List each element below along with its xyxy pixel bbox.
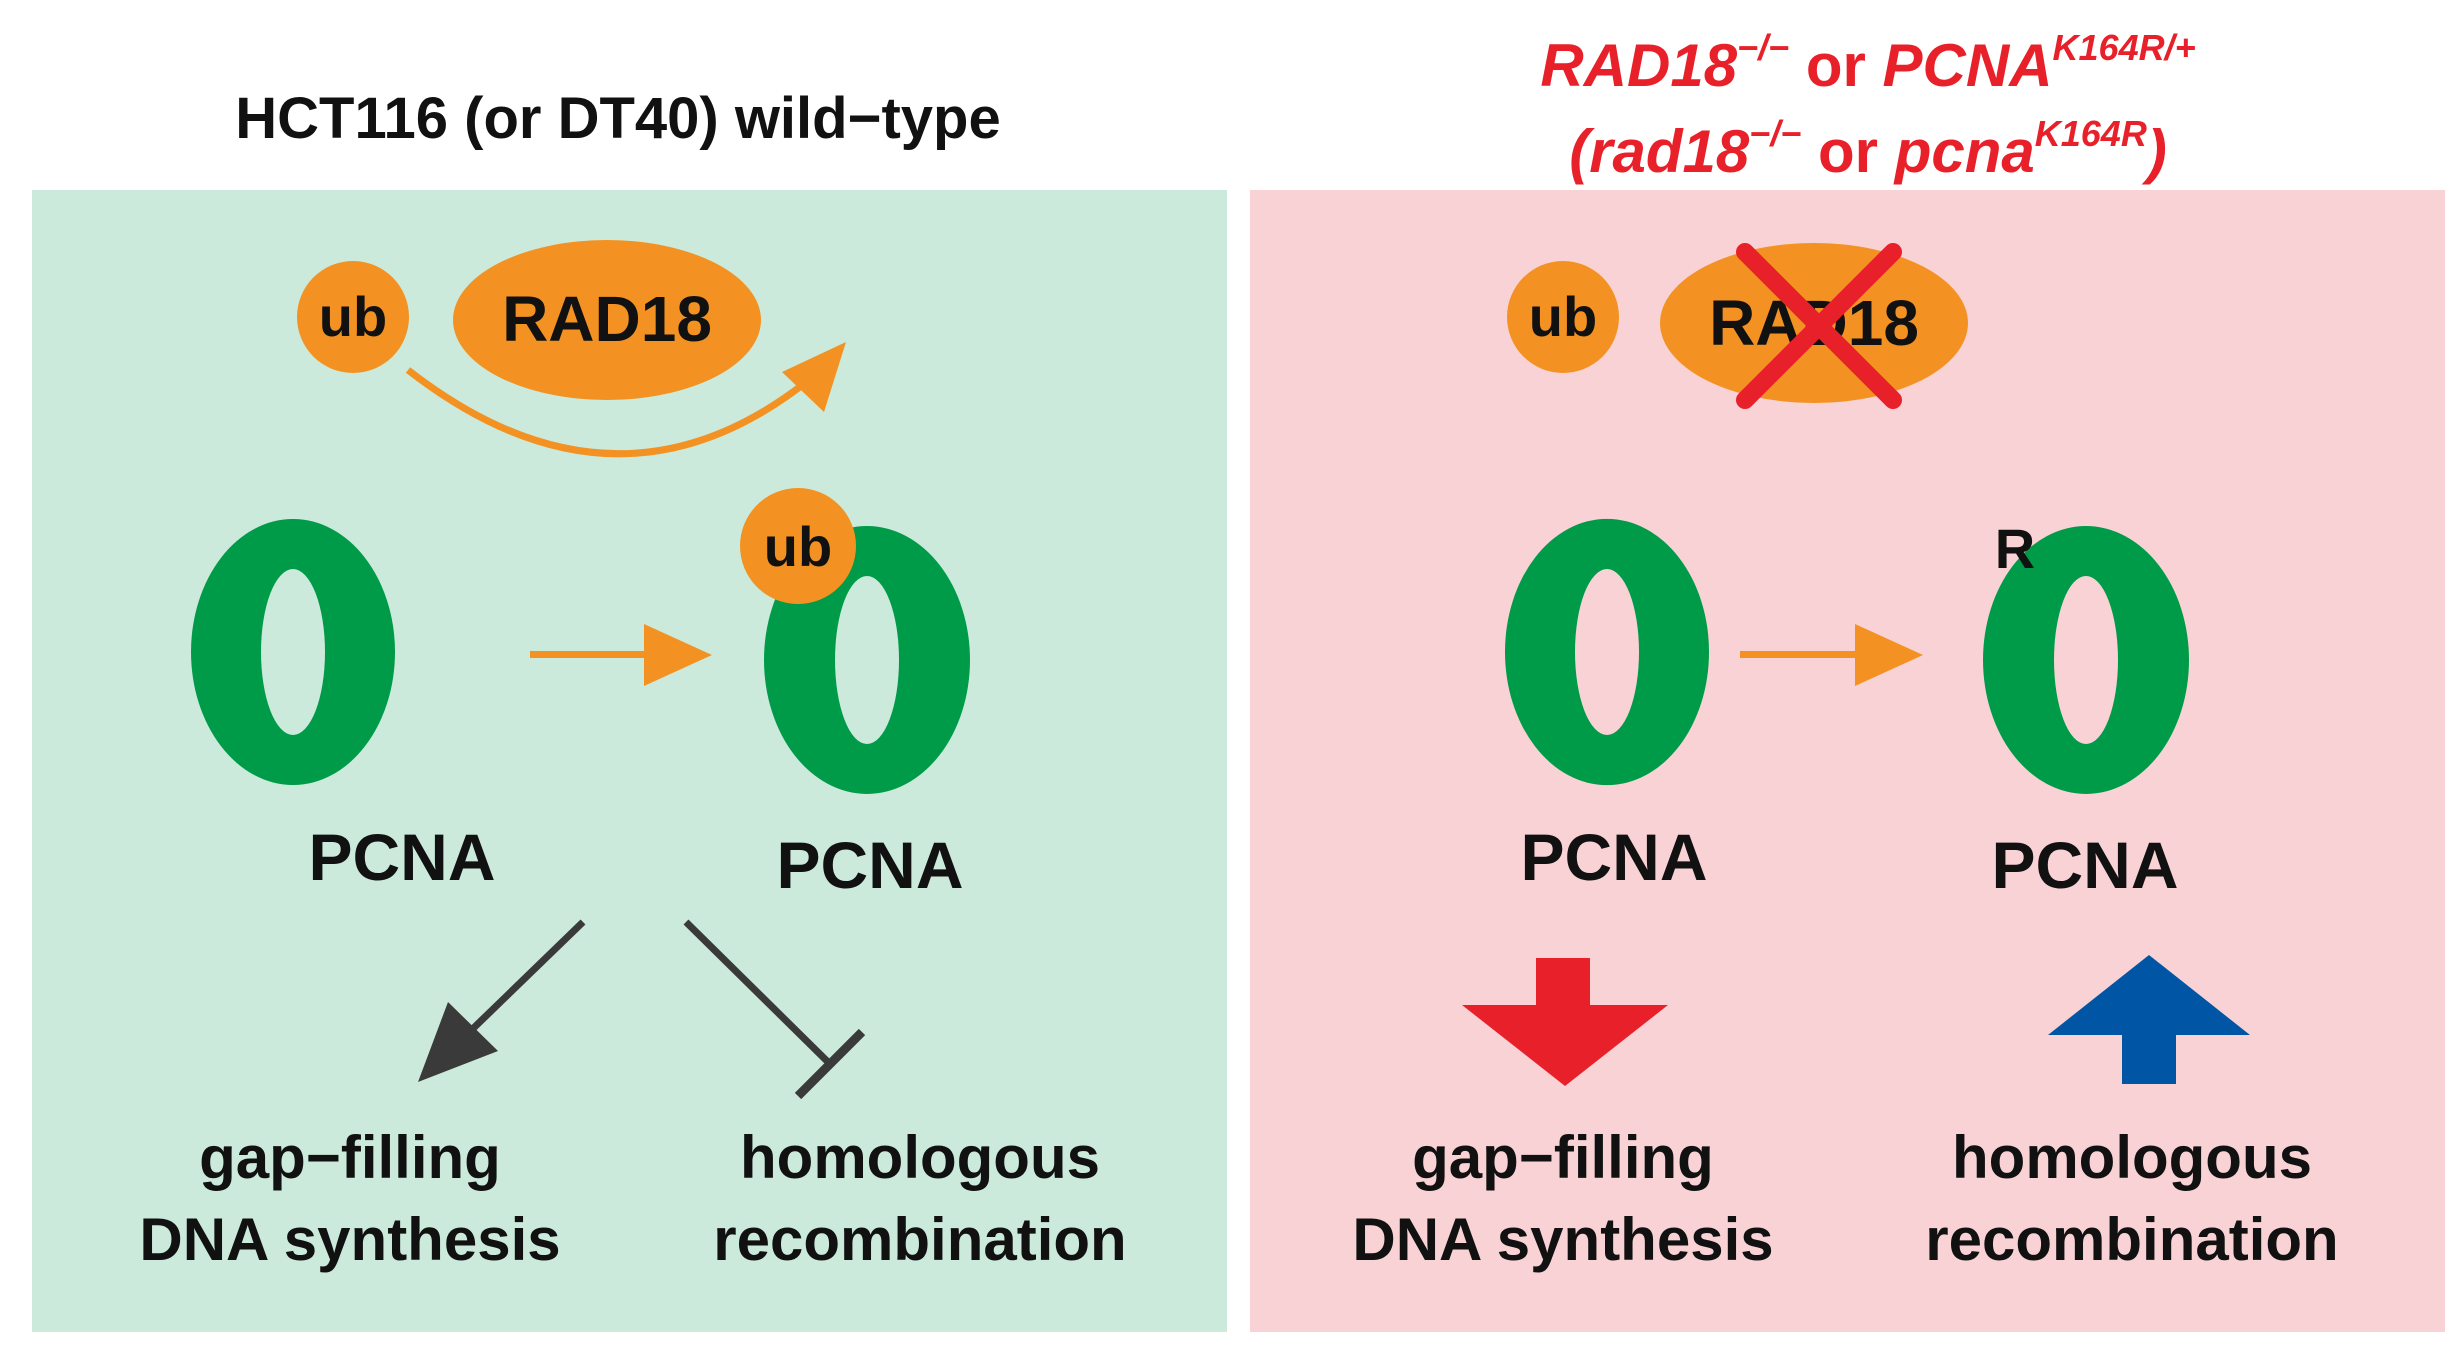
ub-transfer-arrowhead [782,342,846,412]
promote-arrow-head [418,1002,498,1082]
title2-gene2: pcna [1893,118,2035,185]
title1-gene2: PCNA [1883,32,2053,99]
right-outcome-gap-filling-line2: DNA synthesis [1352,1206,1773,1273]
title2-sup2: K164R [2035,113,2147,154]
pcna-right-label: PCNA [776,828,963,902]
ub-on-pcna-circle [740,488,856,604]
title1-sup1: −/− [1737,27,1789,68]
title1-sup2: K164R/+ [2053,27,2196,68]
left-panel: HCT116 (or DT40) wild−type ub RAD18 PCNA… [32,86,1227,1332]
left-outcome-hr-line2: recombination [713,1206,1126,1273]
right-outcome-gap-filling-line1: gap−filling [1412,1124,1714,1191]
increase-arrow [2048,955,2250,1084]
right-panel: RAD18−/− or PCNAK164R/+ (rad18−/− or pcn… [1250,27,2445,1332]
rad18-deletion-cross [1736,243,1902,409]
ubiquitination-arrow-head-mutant [1855,624,1923,686]
ub-on-pcna-label: ub [764,515,832,578]
right-outcome-hr-line1: homologous [1952,1124,2312,1191]
ub-circle [297,261,409,373]
ub-label: ub [319,285,387,348]
promote-arrow-shaft [452,919,586,1049]
title2-sup1: −/− [1749,113,1801,154]
inhibit-line [683,919,833,1067]
k164r-mutation-label: R [1995,517,2035,580]
ubiquitination-arrow-head [644,624,712,686]
title1-conj: or [1789,32,1882,99]
ub-label-mutant: ub [1529,285,1597,348]
ubiquitination-arrow-shaft-mutant [1740,651,1860,658]
left-outcome-gap-filling-line2: DNA synthesis [139,1206,560,1273]
right-outcome-hr-line2: recombination [1925,1206,2338,1273]
right-panel-title-line1: RAD18−/− or PCNAK164R/+ [1540,27,2195,99]
pcna-ring-left [191,519,395,785]
decrease-arrow [1462,958,1668,1086]
rad18-ellipse [453,240,761,400]
pcna-left-label-mutant: PCNA [1520,820,1707,894]
left-outcome-gap-filling-line1: gap−filling [199,1124,501,1191]
title2-gene1: rad18 [1589,118,1750,185]
ubiquitination-arrow-shaft [530,651,650,658]
pcna-ring-right-mutant [1983,526,2189,794]
inhibit-bar [794,1028,866,1100]
left-outcome-hr-line1: homologous [740,1124,1100,1191]
right-panel-title-line2: (rad18−/− or pcnaK164R) [1569,113,2167,185]
ub-transfer-arrow [405,367,818,458]
left-panel-title: HCT116 (or DT40) wild−type [235,86,1000,151]
pcna-ring-left-mutant [1504,518,1709,786]
pcna-left-label: PCNA [308,820,495,894]
ub-circle-mutant [1507,261,1619,373]
pcna-right-label-mutant: PCNA [1991,828,2178,902]
title1-gene1: RAD18 [1540,32,1737,99]
title2-conj: or [1801,118,1894,185]
rad18-label: RAD18 [502,283,712,355]
